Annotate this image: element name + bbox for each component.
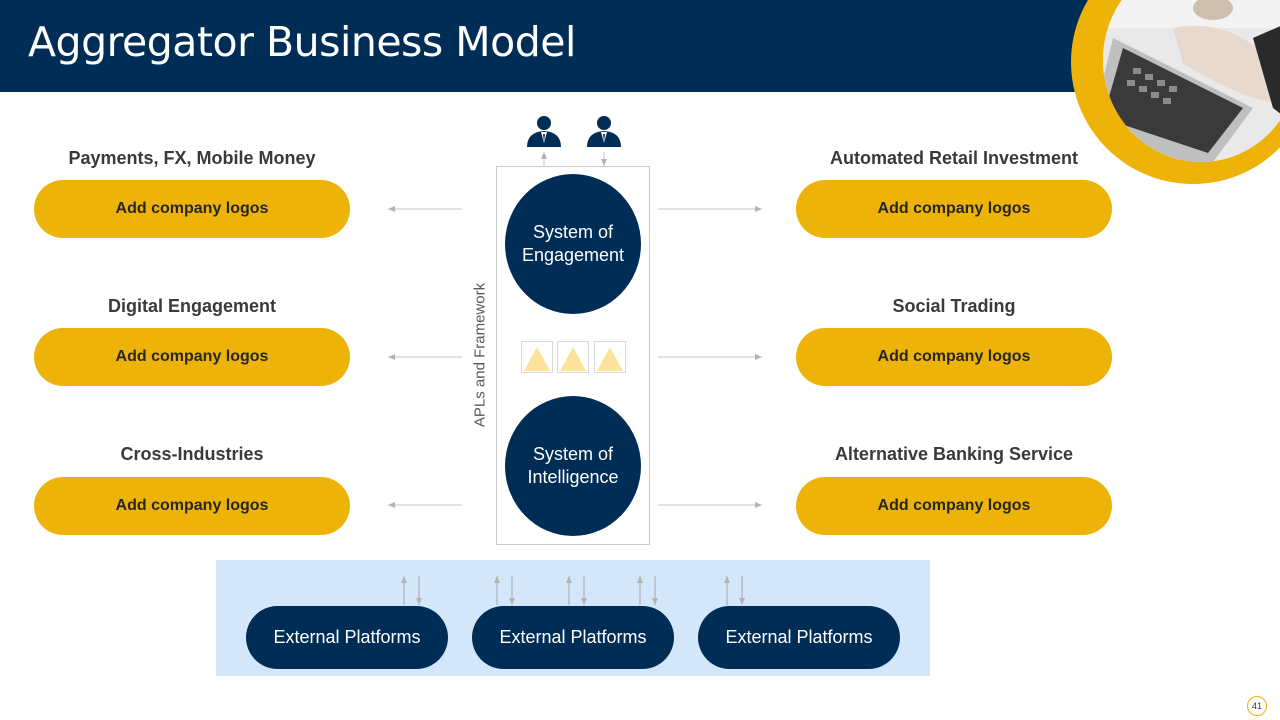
triangle-tile-1 xyxy=(521,341,553,373)
triangle-icon xyxy=(524,347,550,371)
framework-box xyxy=(496,166,650,545)
category-title-cross-industries: Cross-Industries xyxy=(120,444,264,464)
triangle-icon xyxy=(597,347,623,371)
system-of-engagement: System of Engagement xyxy=(505,174,641,314)
title-bar: Aggregator Business Model xyxy=(0,0,1280,92)
external-platform-3: External Platforms xyxy=(698,606,900,669)
triangle-tile-2 xyxy=(557,341,589,373)
category-title-alternative-banking: Alternative Banking Service xyxy=(834,444,1074,464)
slide-title: Aggregator Business Model xyxy=(28,18,576,66)
external-platform-1: External Platforms xyxy=(246,606,448,669)
intelligence-line1: System of xyxy=(532,444,614,464)
system-of-intelligence: System of Intelligence xyxy=(505,396,641,536)
logo-pill-social-trading: Add company logos xyxy=(796,328,1112,386)
category-title-automated-retail: Automated Retail Investment xyxy=(829,148,1079,168)
logo-pill-digital-engagement: Add company logos xyxy=(34,328,350,386)
engagement-line2: Engagement xyxy=(521,245,625,265)
category-title-social-trading: Social Trading xyxy=(892,296,1016,316)
triangle-tile-3 xyxy=(594,341,626,373)
logo-pill-payments: Add company logos xyxy=(34,180,350,238)
page-number: 41 xyxy=(1247,696,1267,716)
external-platform-2: External Platforms xyxy=(472,606,674,669)
engagement-line1: System of xyxy=(532,222,614,242)
category-title-digital-engagement: Digital Engagement xyxy=(107,296,277,316)
intelligence-line2: Intelligence xyxy=(527,467,619,487)
logo-pill-alternative-banking: Add company logos xyxy=(796,477,1112,535)
logo-pill-automated-retail: Add company logos xyxy=(796,180,1112,238)
logo-pill-cross-industries: Add company logos xyxy=(34,477,350,535)
businessman-icon xyxy=(527,116,561,147)
triangle-icon xyxy=(560,347,586,371)
businessman-icon xyxy=(587,116,621,147)
category-title-payments: Payments, FX, Mobile Money xyxy=(68,148,316,168)
